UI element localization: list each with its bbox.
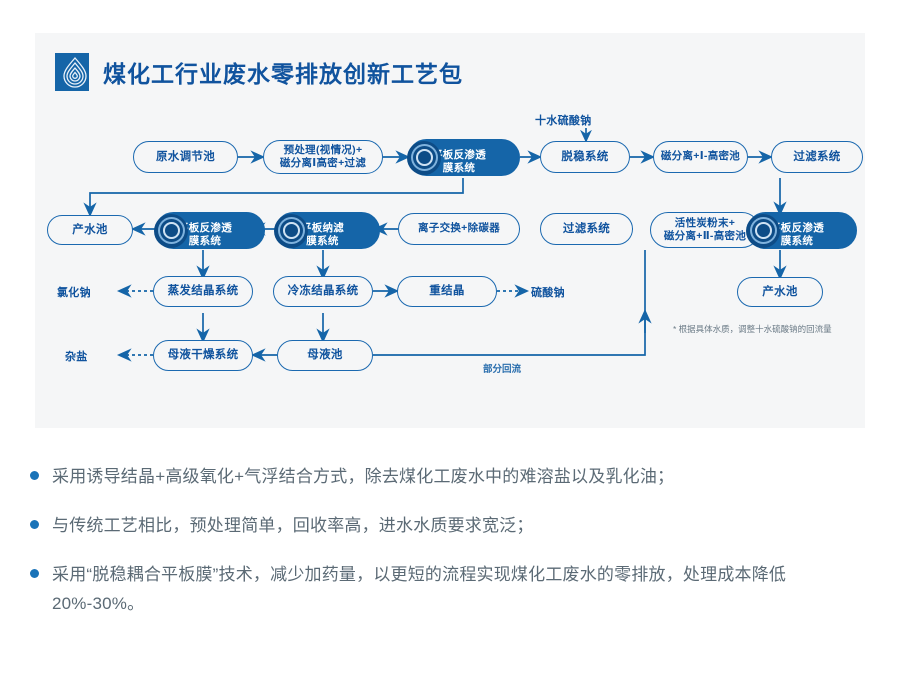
node-mother-liquor-drying[interactable]: 母液干燥系统 (153, 340, 253, 371)
node-destabilization-system[interactable]: 脱稳系统 (540, 141, 630, 173)
membrane-disc-icon (746, 213, 780, 248)
node-magnetic-separation-1[interactable]: 磁分离+Ⅰ-高密池 (653, 141, 748, 173)
node-label-line1: 预处理(视情况)+ (283, 143, 363, 156)
node-freeze-crystallization[interactable]: 冷冻结晶系统 (273, 276, 373, 307)
label-partial-return-flow: 部分回流 (483, 364, 522, 375)
node-label: 过滤系统 (562, 222, 611, 235)
node-label-line1: 平板反渗透 (432, 148, 486, 161)
membrane-disc-icon (274, 213, 308, 248)
node-label: 母液池 (307, 349, 343, 362)
node-label: 脱稳系统 (561, 150, 609, 163)
node-label: 母液干燥系统 (167, 349, 239, 362)
membrane-disc-icon (154, 213, 188, 248)
node-label-line1: 活性炭粉末+ (674, 216, 736, 229)
bullet-dot-icon (30, 519, 39, 529)
bullet-dot-icon (30, 471, 39, 480)
node-product-water-tank-2[interactable]: 产水池 (737, 277, 823, 307)
label-sodium-sulfate: 硫酸钠 (531, 287, 565, 299)
node-filtration-system-1[interactable]: 过滤系统 (771, 141, 863, 173)
label-mixed-salt: 杂盐 (65, 351, 88, 363)
node-label-line1: 平板反渗透 (770, 221, 824, 234)
list-item: 采用“脱稳耦合平板膜”技术，减少加药量，以更短的流程实现煤化工废水的零排放，处理… (30, 560, 875, 620)
node-label: 磁分离+Ⅰ-高密池 (660, 150, 741, 163)
diagram-footnote: * 根据具体水质，调整十水硫酸钠的回流量 (673, 324, 832, 334)
page-title: 煤化工行业废水零排放创新工艺包 (103, 61, 463, 87)
node-label-line2: 膜系统 (780, 234, 814, 247)
bullet-text: 采用诱导结晶+高级氧化+气浮结合方式，除去煤化工废水中的难溶盐以及乳化油； (52, 467, 675, 486)
node-label: 离子交换+除碳器 (417, 222, 501, 235)
node-label-line1: 平板纳滤 (300, 221, 345, 234)
water-drop-rings-logo-icon (55, 53, 89, 91)
node-label: 冷冻结晶系统 (287, 285, 359, 298)
node-label-line2: 膜系统 (306, 234, 339, 247)
node-label-line2: 磁分离+Ⅱ-高密池 (663, 230, 747, 242)
label-sodium-chloride: 氯化钠 (57, 287, 91, 299)
node-raw-water-tank[interactable]: 原水调节池 (133, 141, 238, 173)
node-label-line2: 膜系统 (188, 234, 222, 247)
node-flat-ro-membrane-1[interactable]: 平板反渗透 膜系统 (407, 139, 520, 176)
node-label: 原水调节池 (156, 150, 215, 163)
node-evaporation-crystallization[interactable]: 蒸发结晶系统 (153, 276, 253, 307)
node-label-line2: 膜系统 (442, 161, 476, 174)
membrane-disc-icon (407, 140, 441, 175)
bullet-dot-icon (30, 568, 39, 578)
feature-bullet-list: 采用诱导结晶+高级氧化+气浮结合方式，除去煤化工废水中的难溶盐以及乳化油； 与传… (30, 462, 875, 638)
node-label: 重结晶 (429, 285, 465, 298)
node-label: 过滤系统 (793, 150, 841, 163)
node-label: 产水池 (72, 223, 108, 236)
node-recrystallization[interactable]: 重结晶 (397, 276, 497, 307)
process-flow-diagram: 原水调节池 预处理(视情况)+ 磁分离Ⅰ高密+过滤 平板反渗透 膜系统 十水硫酸… (35, 33, 865, 428)
node-ion-exchange-decarbonator[interactable]: 离子交换+除碳器 (398, 213, 520, 245)
node-label: 产水池 (762, 285, 798, 298)
label-sodium-sulfate-decahydrate: 十水硫酸钠 (535, 115, 592, 127)
node-flat-nf-membrane[interactable]: 平板纳滤 膜系统 (274, 212, 380, 249)
bullet-text: 与传统工艺相比，预处理简单，回收率高，进水水质要求宽泛； (52, 515, 534, 535)
node-flat-ro-membrane-2[interactable]: 平板反渗透 膜系统 (154, 212, 265, 249)
node-filtration-system-2[interactable]: 过滤系统 (540, 213, 633, 245)
node-label: 蒸发结晶系统 (167, 285, 239, 298)
diagram-header: 煤化工行业废水零排放创新工艺包 (55, 53, 463, 91)
bullet-text: 采用“脱稳耦合平板膜”技术，减少加药量，以更短的流程实现煤化工废水的零排放，处理… (52, 564, 787, 614)
node-activated-carbon-magnetic-separation-2[interactable]: 活性炭粉末+ 磁分离+Ⅱ-高密池 (650, 212, 760, 248)
diagram-card: 煤化工行业废水零排放创新工艺包 (35, 33, 865, 428)
node-mother-liquor-tank[interactable]: 母液池 (277, 340, 373, 371)
node-label-line2: 磁分离Ⅰ高密+过滤 (279, 157, 367, 169)
node-pretreatment[interactable]: 预处理(视情况)+ 磁分离Ⅰ高密+过滤 (263, 140, 383, 174)
node-product-water-tank-1[interactable]: 产水池 (47, 215, 133, 245)
list-item: 与传统工艺相比，预处理简单，回收率高，进水水质要求宽泛； (30, 511, 875, 541)
node-label-line1: 平板反渗透 (178, 221, 232, 234)
list-item: 采用诱导结晶+高级氧化+气浮结合方式，除去煤化工废水中的难溶盐以及乳化油； (30, 462, 875, 492)
node-flat-ro-membrane-3[interactable]: 平板反渗透 膜系统 (746, 212, 857, 249)
